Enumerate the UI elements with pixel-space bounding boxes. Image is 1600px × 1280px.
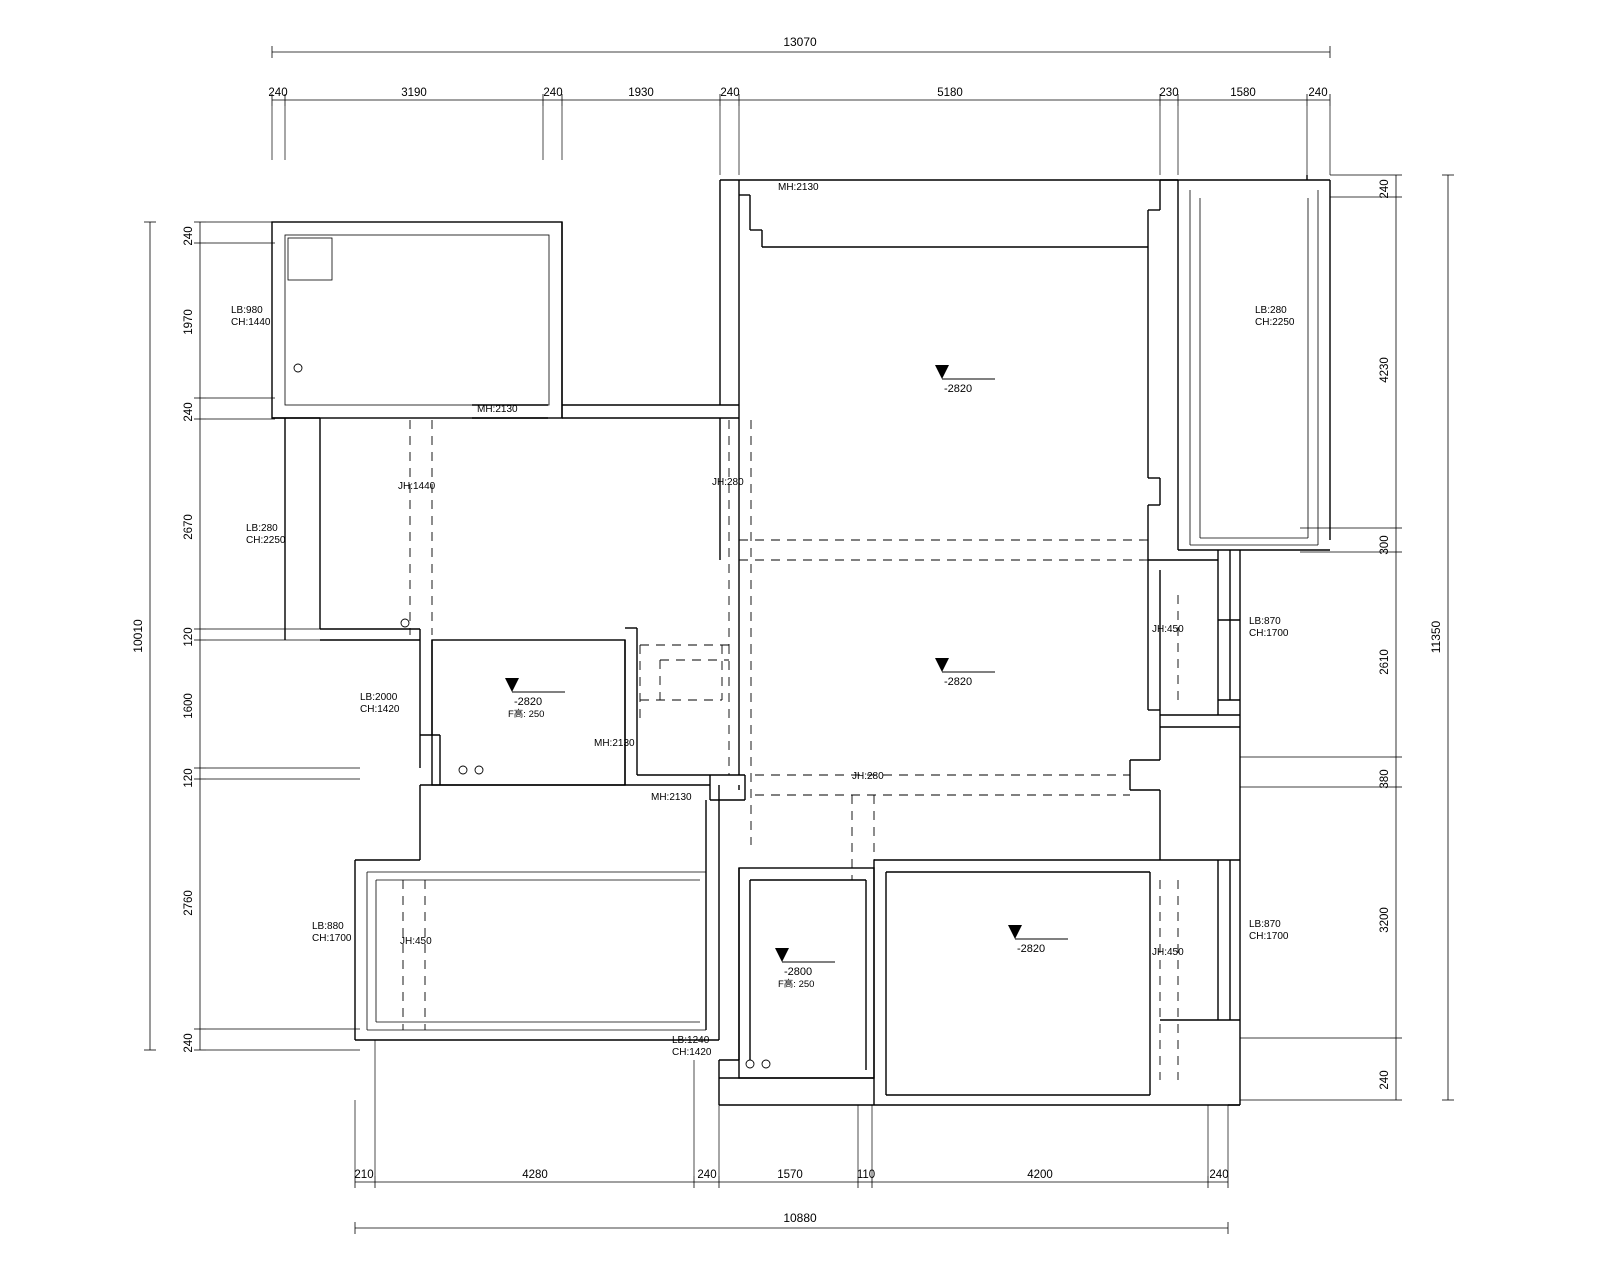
dim-right-seg-6: 240 bbox=[1379, 1070, 1391, 1089]
elevation-marker-living: -2820 bbox=[935, 365, 995, 395]
dim-left-seg-1: 1970 bbox=[183, 309, 195, 335]
opening-label-mid-right: JH:280 bbox=[852, 771, 884, 782]
dim-top-seg-3: 1930 bbox=[628, 87, 654, 99]
dim-left-seg-5: 1600 bbox=[183, 693, 195, 719]
elevation-marker-bed-right: -2820 bbox=[1008, 925, 1068, 955]
room-label-lb: LB:870 bbox=[1249, 616, 1281, 627]
room-label-lb: LB:2000 bbox=[360, 692, 398, 703]
dim-left-seg-2: 240 bbox=[183, 402, 195, 421]
room-label-ch: CH:1420 bbox=[360, 704, 400, 715]
dim-bottom-seg-3: 1570 bbox=[777, 1169, 803, 1181]
room-label-ch: CH:2250 bbox=[246, 535, 286, 546]
dim-top-seg-5: 5180 bbox=[937, 87, 963, 99]
room-label-bottom-bath: LB:1240 CH:1420 bbox=[672, 1035, 712, 1058]
elevation-marker-bath-lower: -2800 F高: 250 bbox=[775, 948, 835, 990]
right-dimension-chain: 11350 240 4230 300 2610 380 3200 240 bbox=[1240, 174, 1454, 1101]
room-label-lb: LB:870 bbox=[1249, 919, 1281, 930]
dim-top-seg-8: 240 bbox=[1308, 87, 1327, 99]
bottom-dimension-chain: 210 4280 240 1570 110 4200 240 10880 bbox=[354, 1040, 1229, 1234]
room-label-left-bath: LB:2000 CH:1420 bbox=[360, 692, 400, 715]
left-dimension-chain: 10010 240 1970 240 2670 120 1600 120 276… bbox=[131, 221, 360, 1053]
room-label-ch: CH:1440 bbox=[231, 317, 271, 328]
dim-top-seg-4: 240 bbox=[720, 87, 739, 99]
room-label-right-middle: LB:870 CH:1700 bbox=[1249, 616, 1289, 639]
dim-top-seg-7: 1580 bbox=[1230, 87, 1256, 99]
top-dimension-chain: 13070 240 3190 240 1930 240 5180 230 158… bbox=[268, 35, 1331, 175]
room-label-ch: CH:2250 bbox=[1255, 317, 1295, 328]
dim-right-seg-4: 380 bbox=[1379, 769, 1391, 788]
ceiling-dashed-lines bbox=[402, 420, 1179, 1080]
opening-label-bath-left: MH:2130 bbox=[594, 738, 635, 749]
elevation-value-bath-lower: -2800 bbox=[784, 966, 812, 978]
room-label-ch: CH:1700 bbox=[1249, 628, 1289, 639]
dim-right-seg-3: 2610 bbox=[1379, 649, 1391, 675]
dim-bottom-seg-2: 240 bbox=[697, 1169, 716, 1181]
dim-top-seg-2: 240 bbox=[543, 87, 562, 99]
room-label-right-top: LB:280 CH:2250 bbox=[1255, 305, 1295, 328]
opening-label-top-living: MH:2130 bbox=[778, 182, 819, 193]
dim-left-seg-8: 240 bbox=[183, 1033, 195, 1052]
elevation-value-living: -2820 bbox=[944, 383, 972, 395]
room-label-lb: LB:1240 bbox=[672, 1035, 710, 1046]
room-label-right-lower: LB:870 CH:1700 bbox=[1249, 919, 1289, 942]
dim-top-seg-6: 230 bbox=[1159, 87, 1178, 99]
dim-left-total: 10010 bbox=[131, 619, 145, 653]
room-label-lb: LB:280 bbox=[246, 523, 278, 534]
dim-bottom-seg-6: 240 bbox=[1209, 1169, 1228, 1181]
dim-right-seg-2: 300 bbox=[1379, 535, 1391, 554]
room-label-left-lower: LB:880 CH:1700 bbox=[312, 921, 352, 944]
room-label-lb: LB:280 bbox=[1255, 305, 1287, 316]
elevation-note-bed-left: F高: 250 bbox=[508, 708, 544, 720]
elevation-value-bed-right: -2820 bbox=[1017, 943, 1045, 955]
dim-bottom-seg-5: 4200 bbox=[1027, 1169, 1053, 1181]
elevation-value-bed-left: -2820 bbox=[514, 696, 542, 708]
opening-label-left-lower: JH:450 bbox=[400, 936, 432, 947]
room-label-ch: CH:1700 bbox=[312, 933, 352, 944]
dim-right-seg-1: 4230 bbox=[1379, 357, 1391, 383]
opening-label-hall-right: JH:280 bbox=[712, 477, 744, 488]
dim-bottom-seg-1: 4280 bbox=[522, 1169, 548, 1181]
room-label-ch: CH:1700 bbox=[1249, 931, 1289, 942]
elevation-marker-bed-left: -2820 F高: 250 bbox=[505, 678, 565, 720]
opening-label-corridor: MH:2130 bbox=[651, 792, 692, 803]
dim-left-seg-0: 240 bbox=[183, 226, 195, 245]
opening-label-hall-left: JH:1440 bbox=[398, 481, 436, 492]
dim-left-seg-7: 2760 bbox=[183, 890, 195, 916]
elevation-note-bath-lower: F高: 250 bbox=[778, 978, 814, 990]
dim-bottom-seg-4: 110 bbox=[857, 1169, 875, 1181]
elevation-value-hall: -2820 bbox=[944, 676, 972, 688]
dim-top-seg-1: 3190 bbox=[401, 87, 427, 99]
plan-walls bbox=[271, 175, 1331, 1106]
dim-left-seg-6: 120 bbox=[183, 768, 195, 787]
opening-label-right-upper: JH:450 bbox=[1152, 624, 1184, 635]
dim-top-seg-0: 240 bbox=[268, 87, 287, 99]
room-label-lb: LB:980 bbox=[231, 305, 263, 316]
dim-left-seg-4: 120 bbox=[183, 627, 195, 646]
room-label-ch: CH:1420 bbox=[672, 1047, 712, 1058]
dim-right-seg-0: 240 bbox=[1379, 179, 1391, 198]
dim-top-total: 13070 bbox=[783, 35, 817, 49]
elevation-marker-hall: -2820 bbox=[935, 658, 995, 688]
opening-label-right-lower: JH:450 bbox=[1152, 947, 1184, 958]
dim-bottom-seg-0: 210 bbox=[354, 1169, 373, 1181]
room-label-balcony-top-left: LB:980 CH:1440 bbox=[231, 305, 271, 328]
dim-bottom-total: 10880 bbox=[783, 1211, 817, 1225]
room-label-lb: LB:880 bbox=[312, 921, 344, 932]
dim-right-total: 11350 bbox=[1429, 620, 1443, 653]
dim-right-seg-5: 3200 bbox=[1379, 907, 1391, 933]
room-label-left-middle: LB:280 CH:2250 bbox=[246, 523, 286, 546]
dim-left-seg-3: 2670 bbox=[183, 514, 195, 540]
opening-label-balcony-door: MH:2130 bbox=[477, 404, 518, 415]
